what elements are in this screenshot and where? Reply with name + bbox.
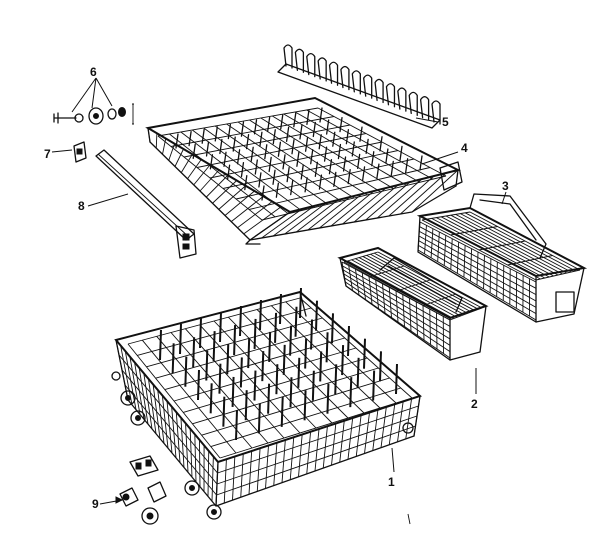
callout-1: 1 <box>388 475 395 489</box>
callout-5: 5 <box>442 115 449 129</box>
lower-rack <box>111 287 422 520</box>
wheel-assembly-parts <box>119 455 411 525</box>
cutlery-basket-large <box>416 193 588 323</box>
upper-rack <box>145 96 463 245</box>
rack-slide-rail <box>95 149 197 259</box>
callout-3: 3 <box>502 179 509 193</box>
leader-lines <box>51 77 507 505</box>
callout-8: 8 <box>78 199 85 213</box>
callout-9: 9 <box>92 497 99 511</box>
callout-2: 2 <box>471 397 478 411</box>
callout-7: 7 <box>44 147 51 161</box>
callout-labels: 1 2 3 4 5 6 7 8 9 <box>44 65 509 511</box>
lower-rack-wheels <box>111 371 414 520</box>
tine-row-strip <box>277 44 441 129</box>
rack-stop-bracket <box>73 141 87 163</box>
rack-hardware-set <box>53 103 134 125</box>
callout-6: 6 <box>90 65 97 79</box>
cutlery-basket-small <box>337 246 489 361</box>
callout-4: 4 <box>461 141 468 155</box>
